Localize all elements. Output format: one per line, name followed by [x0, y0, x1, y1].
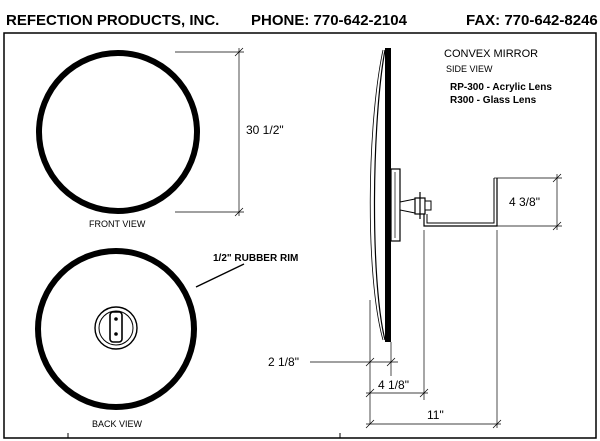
drawing-border	[3, 32, 597, 439]
wall-bracket-arm	[423, 177, 498, 227]
side-view-title: CONVEX MIRROR	[444, 48, 538, 60]
phone-number: PHONE: 770-642-2104	[251, 12, 408, 29]
bracket-height-label: 4 3/8"	[509, 195, 540, 209]
side-view-subtitle: SIDE VIEW	[446, 64, 493, 74]
mounting-plate-icon	[94, 306, 138, 350]
side-view-mirror	[369, 48, 432, 342]
diameter-dimension	[175, 47, 244, 217]
diameter-label: 30 1/2"	[246, 123, 284, 137]
model-acrylic: RP-300 - Acrylic Lens	[450, 82, 552, 93]
rim-leader-line	[195, 263, 245, 288]
projection-dimension	[365, 230, 502, 429]
front-view-label: FRONT VIEW	[89, 219, 146, 229]
depth-dimension	[310, 300, 398, 424]
front-view-mirror	[36, 50, 200, 214]
depth-label: 2 1/8"	[268, 355, 299, 369]
rim-callout-label: 1/2" RUBBER RIM	[213, 253, 298, 264]
back-view-label: BACK VIEW	[92, 419, 143, 429]
model-glass: R300 - Glass Lens	[450, 95, 537, 106]
back-view-mirror	[35, 248, 197, 410]
projection-label: 11"	[427, 408, 444, 422]
bracket-height-dimension	[497, 173, 562, 231]
depth-to-mount-dimension	[365, 230, 429, 400]
depth-to-mount-label: 4 1/8"	[378, 378, 409, 392]
fax-number: FAX: 770-642-8246	[466, 12, 598, 29]
company-name: REFECTION PRODUCTS, INC.	[6, 12, 219, 29]
